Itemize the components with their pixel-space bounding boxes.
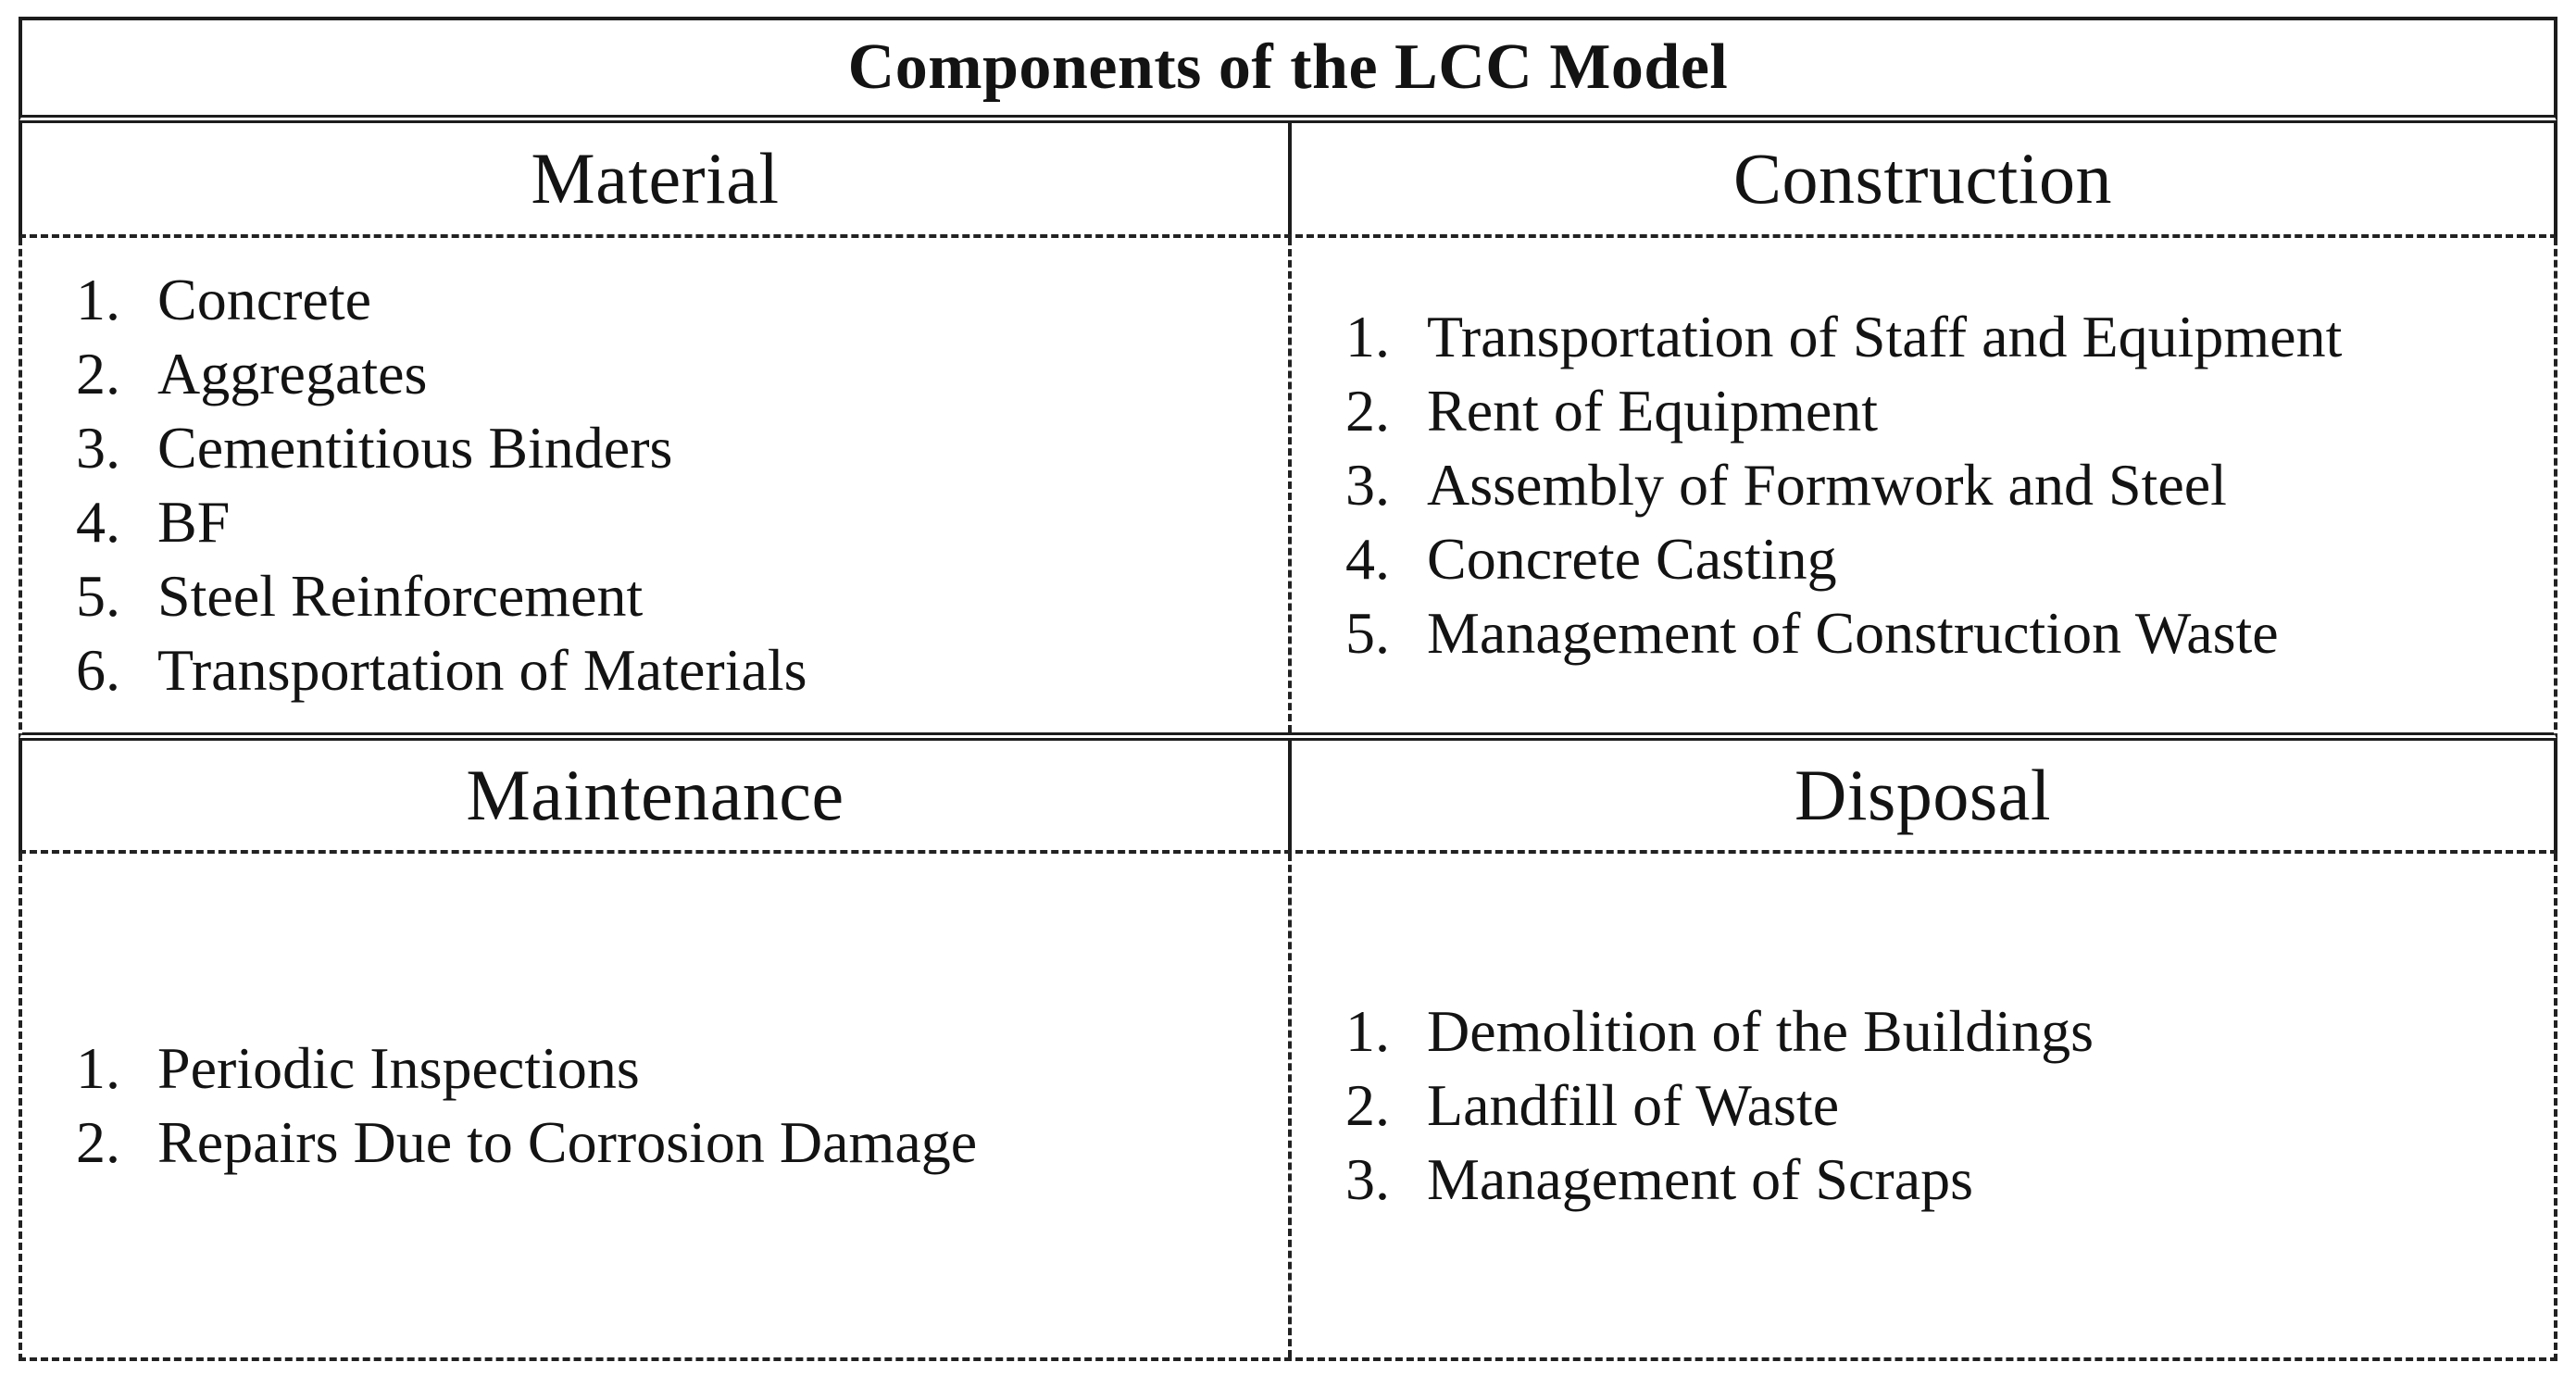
list-item-text: Assembly of Formwork and Steel xyxy=(1427,452,2227,518)
list-item: Landfill of Waste xyxy=(1345,1069,2094,1143)
list-item-text: Concrete xyxy=(157,267,371,332)
list-item-text: Periodic Inspections xyxy=(157,1035,640,1101)
list-item: Periodic Inspections xyxy=(76,1031,977,1106)
header-row-top: Material Construction xyxy=(19,123,2557,238)
header-row-bottom: Maintenance Disposal xyxy=(19,741,2557,854)
list-item: Management of Scraps xyxy=(1345,1143,2094,1217)
list-item-text: Transportation of Staff and Equipment xyxy=(1427,304,2343,369)
list-item: Cementitious Binders xyxy=(76,411,807,485)
list-item: Repairs Due to Corrosion Damage xyxy=(76,1106,977,1180)
list-item: Concrete Casting xyxy=(1345,522,2342,596)
list-item-text: Repairs Due to Corrosion Damage xyxy=(157,1109,978,1175)
header-construction: Construction xyxy=(1733,138,2112,219)
table-title: Components of the LCC Model xyxy=(847,31,1729,103)
list-item-text: Management of Scraps xyxy=(1427,1146,1974,1212)
list-item-text: BF xyxy=(157,489,231,555)
list-item-text: Landfill of Waste xyxy=(1427,1072,1840,1138)
list-item: Transportation of Materials xyxy=(76,633,807,707)
header-material: Material xyxy=(531,138,780,219)
list-item-text: Demolition of the Buildings xyxy=(1427,998,2094,1064)
table-title-row: Components of the LCC Model xyxy=(19,17,2557,123)
list-item-text: Cementitious Binders xyxy=(157,415,673,481)
list-item-text: Concrete Casting xyxy=(1427,526,1837,592)
list-item-text: Transportation of Materials xyxy=(157,637,807,703)
header-disposal: Disposal xyxy=(1794,755,2051,835)
list-item-text: Steel Reinforcement xyxy=(157,563,644,629)
list-item: Management of Construction Waste xyxy=(1345,596,2342,670)
header-cell-disposal: Disposal xyxy=(1288,741,2554,850)
list-item: Concrete xyxy=(76,263,807,337)
header-maintenance: Maintenance xyxy=(466,755,844,835)
header-cell-maintenance: Maintenance xyxy=(22,741,1288,850)
list-item: Demolition of the Buildings xyxy=(1345,994,2094,1069)
lcc-components-table: Components of the LCC Model Material Con… xyxy=(19,17,2557,1361)
header-cell-material: Material xyxy=(22,123,1288,234)
list-item: Rent of Equipment xyxy=(1345,374,2342,448)
list-item-text: Aggregates xyxy=(157,341,428,406)
header-cell-construction: Construction xyxy=(1288,123,2554,234)
list-item-text: Rent of Equipment xyxy=(1427,378,1879,444)
list-item: Transportation of Staff and Equipment xyxy=(1345,300,2342,374)
list-item: Assembly of Formwork and Steel xyxy=(1345,448,2342,522)
list-item: BF xyxy=(76,485,807,559)
list-item-text: Management of Construction Waste xyxy=(1427,600,2279,666)
list-item: Aggregates xyxy=(76,337,807,411)
list-item: Steel Reinforcement xyxy=(76,559,807,633)
